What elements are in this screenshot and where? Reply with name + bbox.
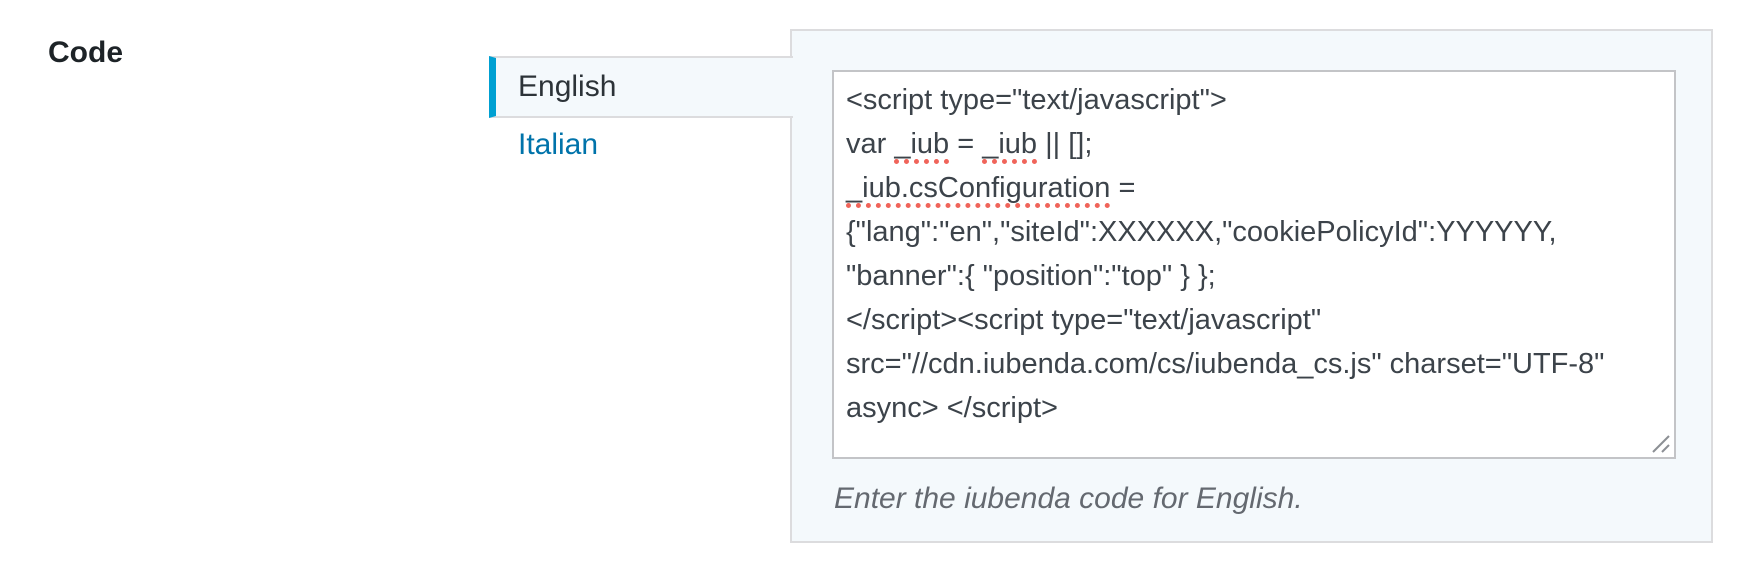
code-field-label: Code: [48, 36, 123, 69]
tab-english[interactable]: English: [489, 56, 793, 118]
helper-text: Enter the iubenda code for English.: [834, 482, 1303, 515]
code-lines: <script type="text/javascript">var _iub …: [846, 84, 1605, 424]
language-code-panel: <script type="text/javascript">var _iub …: [790, 29, 1713, 543]
tab-english-label: English: [518, 70, 617, 103]
code-textarea[interactable]: <script type="text/javascript">var _iub …: [832, 70, 1676, 459]
textarea-resize-handle-icon[interactable]: [1645, 428, 1671, 454]
tab-italian[interactable]: Italian: [518, 128, 599, 161]
